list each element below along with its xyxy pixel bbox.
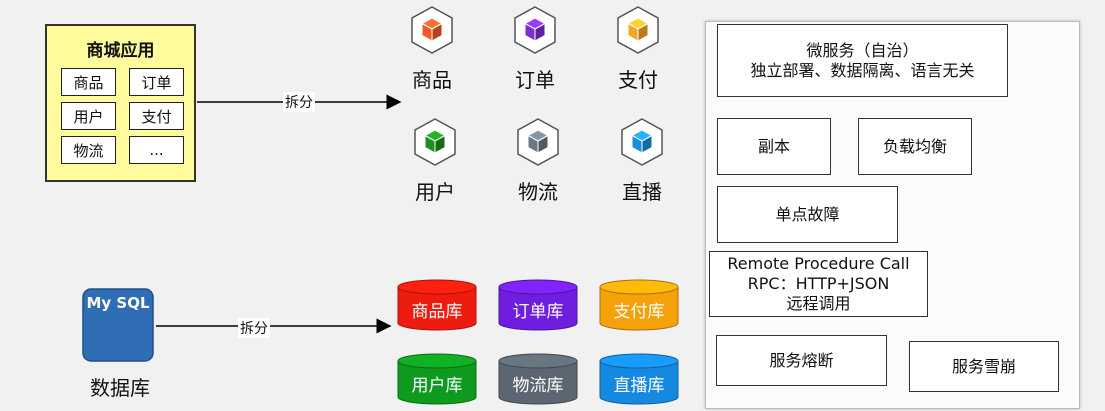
service-live-label: 直播 [622, 180, 662, 204]
monolith-title: 商城应用 [86, 41, 155, 61]
monolith-cell-user: 用户 [61, 102, 116, 130]
circuit-breaker-note: 服务熔断 [716, 335, 887, 386]
service-live: 直播 [602, 116, 682, 205]
service-order-label: 订单 [515, 68, 555, 92]
order-cube-icon [514, 6, 556, 54]
service-user-label: 用户 [415, 180, 455, 204]
service-user: 用户 [395, 116, 475, 205]
logistics-cube-icon [517, 118, 559, 166]
rpc-line-1: Remote Procedure Call [727, 254, 910, 273]
db-user-label: 用户库 [411, 376, 463, 396]
monolith-cell-payment: 支付 [129, 102, 184, 130]
microservice-subtitle: 独立部署、数据隔离、语言无关 [750, 60, 975, 80]
db-live: 直播库 [599, 353, 679, 405]
product-cube-icon [411, 6, 453, 54]
service-logistics-label: 物流 [518, 180, 558, 204]
payment-cube-icon [617, 6, 659, 54]
rpc-line-2: RPC：HTTP+JSON [747, 274, 890, 293]
db-order-label: 订单库 [512, 302, 564, 322]
monolith-cell-order: 订单 [129, 68, 184, 96]
db-product: 商品库 [397, 279, 477, 331]
db-logistics-label: 物流库 [512, 376, 564, 396]
split-label-app: 拆分 [283, 92, 315, 112]
service-product: 商品 [392, 4, 472, 93]
microservice-title: 微服务（自治） [806, 40, 919, 60]
db-logistics: 物流库 [498, 353, 578, 405]
replica-note: 副本 [717, 118, 831, 175]
user-cube-icon [414, 118, 456, 166]
split-label-db: 拆分 [238, 318, 270, 338]
db-user: 用户库 [397, 353, 477, 405]
db-order: 订单库 [498, 279, 578, 331]
db-product-label: 商品库 [411, 302, 463, 322]
live-cube-icon [621, 118, 663, 166]
monolith-cell-product: 商品 [61, 68, 116, 96]
monolith-cell-logistics: 物流 [61, 136, 116, 164]
monolith-app-box: 商城应用 商品 订单 用户 支付 物流 ... [45, 24, 196, 182]
service-logistics: 物流 [498, 116, 578, 205]
db-payment-label: 支付库 [613, 302, 665, 322]
service-payment: 支付 [598, 4, 678, 93]
database-label: 数据库 [90, 376, 150, 400]
microservice-note: 微服务（自治） 独立部署、数据隔离、语言无关 [717, 24, 1008, 97]
service-product-label: 商品 [412, 68, 452, 92]
service-order: 订单 [495, 4, 575, 93]
db-payment: 支付库 [599, 279, 679, 331]
db-live-label: 直播库 [613, 376, 665, 396]
mysql-icon: My SQL [82, 288, 154, 362]
rpc-note: Remote Procedure Call RPC：HTTP+JSON 远程调用 [709, 251, 928, 317]
single-point-failure-note: 单点故障 [717, 186, 898, 243]
avalanche-note: 服务雪崩 [909, 341, 1059, 392]
mysql-logo-text: My SQL [86, 294, 150, 312]
service-payment-label: 支付 [618, 68, 658, 92]
load-balance-note: 负载均衡 [858, 118, 972, 175]
monolith-cell-more: ... [129, 136, 184, 164]
rpc-line-3: 远程调用 [786, 294, 851, 313]
